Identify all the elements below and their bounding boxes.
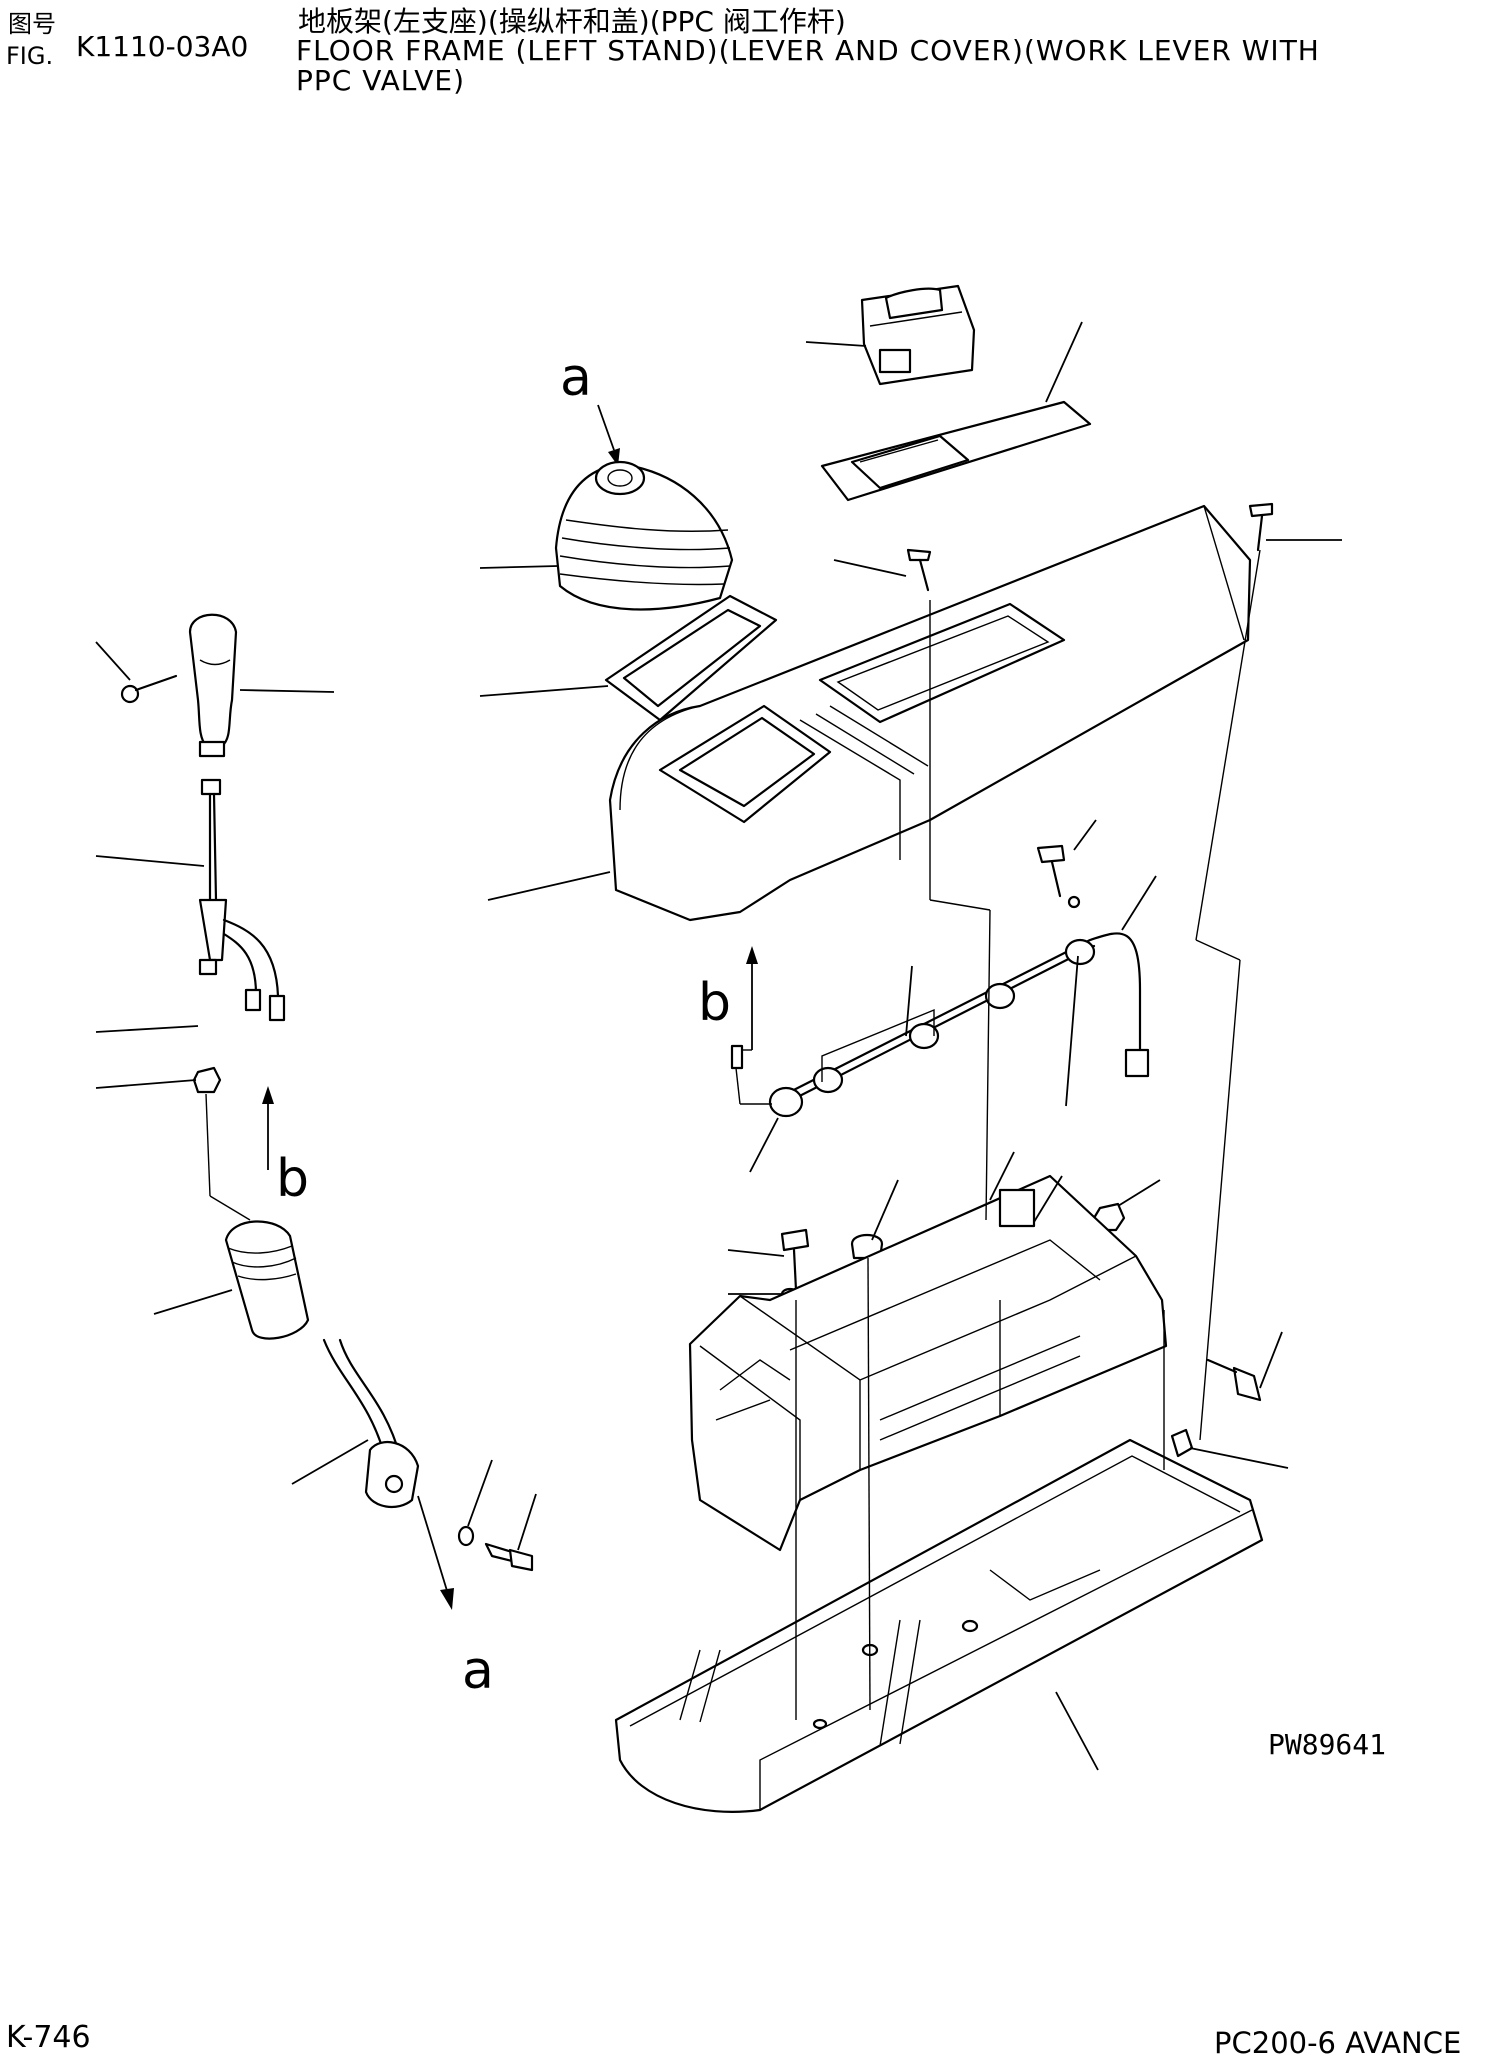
figure-number: K1110-03A0 bbox=[76, 30, 249, 63]
boot-frame bbox=[604, 594, 778, 722]
connection-label-a-top: a bbox=[560, 348, 592, 408]
arrow-b-right bbox=[736, 946, 758, 1051]
stand-frame bbox=[688, 1174, 1168, 1552]
title-chinese: 地板架(左支座)(操纵杆和盖)(PPC 阀工作杆) bbox=[298, 5, 846, 38]
lever-washer bbox=[457, 1525, 475, 1547]
lever-wiring-harness bbox=[200, 778, 222, 902]
bottom-tray bbox=[614, 1438, 1264, 1813]
arrow-a-top bbox=[597, 404, 620, 466]
console-screw-right bbox=[1248, 502, 1274, 552]
lever-boot bbox=[224, 1220, 310, 1340]
wiring-harness-assembly bbox=[730, 932, 1150, 1118]
lever-shaft bbox=[322, 1338, 420, 1509]
knob-screw bbox=[120, 674, 178, 704]
console-screw-center bbox=[906, 548, 932, 592]
cover-plate bbox=[820, 400, 1092, 502]
lever-knob bbox=[188, 613, 238, 758]
title-english-line2: PPC VALVE) bbox=[296, 64, 466, 97]
harness-bolt bbox=[1036, 844, 1081, 909]
arrow-b-left bbox=[262, 1086, 274, 1170]
lever-switch-bracket bbox=[198, 898, 286, 1022]
frame-clip bbox=[1170, 1428, 1194, 1458]
title-english-line1: FLOOR FRAME (LEFT STAND)(LEVER AND COVER… bbox=[296, 34, 1320, 67]
lever-nut bbox=[192, 1066, 251, 1221]
connection-label-a-bottom: a bbox=[462, 1641, 494, 1701]
connection-label-b-left: b bbox=[276, 1149, 309, 1209]
leader-lines bbox=[95, 321, 1342, 1771]
drawing-reference-code: PW89641 bbox=[1268, 1728, 1387, 1761]
switch-box bbox=[860, 284, 976, 386]
rubber-boot bbox=[554, 460, 734, 611]
machine-model: PC200-6 AVANCE bbox=[1214, 2026, 1462, 2060]
arrow-a-bottom bbox=[417, 1495, 454, 1610]
assembly-lines bbox=[795, 549, 1261, 1720]
lever-bolt bbox=[484, 1542, 534, 1572]
connection-label-b-right: b bbox=[698, 973, 731, 1033]
page-number: K-746 bbox=[6, 2020, 91, 2055]
figure-cn-label: 图号 bbox=[8, 10, 56, 38]
figure-label: FIG. bbox=[6, 42, 54, 70]
frame-bolt-right bbox=[1206, 1358, 1262, 1402]
